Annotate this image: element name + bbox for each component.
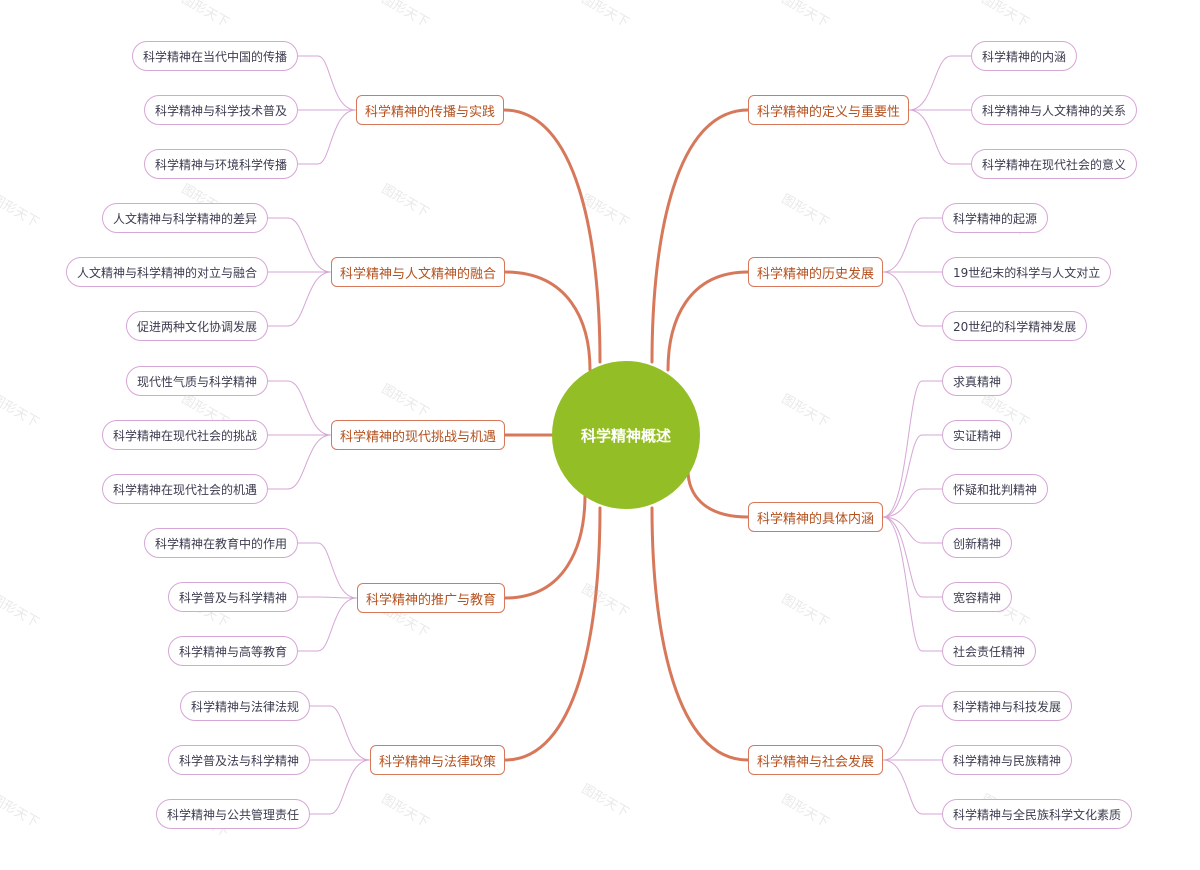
leaf-topic[interactable]: 科学精神的内涵: [971, 41, 1078, 71]
leaf-topic[interactable]: 现代性气质与科学精神: [126, 366, 269, 396]
branch-topic-b5[interactable]: 科学精神与法律政策: [370, 745, 506, 775]
leaf-topic[interactable]: 人文精神与科学精神的对立与融合: [66, 257, 269, 287]
leaf-topic[interactable]: 科学精神与科技发展: [942, 691, 1073, 721]
leaf-topic[interactable]: 科学精神与高等教育: [168, 636, 299, 666]
leaf-connector: [882, 516, 943, 652]
leaf-topic[interactable]: 科学普及法与科学精神: [168, 745, 311, 775]
leaf-connector: [908, 109, 972, 165]
branch-connector-b5: [503, 506, 602, 762]
leaf-topic[interactable]: 科学精神与民族精神: [942, 745, 1073, 775]
leaf-topic[interactable]: 19世纪末的科学与人文对立: [942, 257, 1112, 287]
leaf-connector: [267, 434, 332, 490]
leaf-topic[interactable]: 科学精神的起源: [942, 203, 1049, 233]
leaf-connector: [908, 55, 972, 111]
branch-connector-b6: [650, 108, 750, 364]
leaf-connector: [297, 596, 358, 599]
leaf-topic[interactable]: 科学精神与环境科学传播: [144, 149, 299, 179]
leaf-topic[interactable]: 科学精神在现代社会的机遇: [102, 474, 269, 504]
leaf-connector: [297, 542, 358, 599]
leaf-connector: [882, 380, 943, 518]
leaf-topic[interactable]: 科学精神与科学技术普及: [144, 95, 299, 125]
branch-connector-b2: [503, 270, 592, 372]
leaf-topic[interactable]: 宽容精神: [942, 582, 1013, 612]
leaf-topic[interactable]: 科学精神与法律法规: [180, 691, 311, 721]
leaf-topic[interactable]: 怀疑和批判精神: [942, 474, 1049, 504]
branch-connector-b7: [666, 270, 750, 372]
leaf-connector: [882, 516, 943, 598]
branch-topic-b1[interactable]: 科学精神的传播与实践: [356, 95, 505, 125]
leaf-connector: [267, 217, 332, 273]
leaf-topic[interactable]: 科学精神与人文精神的关系: [971, 95, 1138, 125]
leaf-topic[interactable]: 科学精神在教育中的作用: [144, 528, 299, 558]
branch-connector-b8: [686, 468, 750, 519]
leaf-topic[interactable]: 促进两种文化协调发展: [126, 311, 269, 341]
leaf-connector: [882, 217, 943, 273]
leaf-connector: [882, 271, 943, 327]
leaf-connector: [309, 759, 371, 815]
leaf-topic[interactable]: 科学普及与科学精神: [168, 582, 299, 612]
leaf-connector: [309, 705, 371, 761]
leaf-topic[interactable]: 实证精神: [942, 420, 1013, 450]
leaf-connector: [882, 705, 943, 761]
branch-topic-b7[interactable]: 科学精神的历史发展: [748, 257, 884, 287]
leaf-connector: [882, 516, 943, 544]
leaf-topic[interactable]: 科学精神在当代中国的传播: [132, 41, 299, 71]
leaf-topic[interactable]: 科学精神在现代社会的挑战: [102, 420, 269, 450]
leaf-connector: [882, 759, 943, 815]
branch-topic-b8[interactable]: 科学精神的具体内涵: [748, 502, 884, 532]
leaf-topic[interactable]: 科学精神在现代社会的意义: [971, 149, 1138, 179]
branch-connector-b4: [503, 493, 587, 600]
leaf-topic[interactable]: 人文精神与科学精神的差异: [102, 203, 269, 233]
leaf-connector: [297, 55, 357, 111]
branch-topic-b6[interactable]: 科学精神的定义与重要性: [748, 95, 910, 125]
leaf-topic[interactable]: 求真精神: [942, 366, 1013, 396]
leaf-connector: [267, 380, 332, 436]
leaf-connector: [882, 488, 943, 518]
leaf-topic[interactable]: 社会责任精神: [942, 636, 1037, 666]
branch-connector-b9: [650, 506, 750, 762]
leaf-topic[interactable]: 20世纪的科学精神发展: [942, 311, 1088, 341]
branch-topic-b3[interactable]: 科学精神的现代挑战与机遇: [331, 420, 506, 450]
leaf-topic[interactable]: 科学精神与全民族科学文化素质: [942, 799, 1133, 829]
branch-connector-b1: [502, 108, 602, 364]
root-topic[interactable]: 科学精神概述: [552, 361, 700, 509]
leaf-connector: [267, 271, 332, 327]
leaf-connector: [882, 434, 943, 518]
leaf-topic[interactable]: 创新精神: [942, 528, 1013, 558]
branch-topic-b4[interactable]: 科学精神的推广与教育: [357, 583, 506, 613]
branch-topic-b2[interactable]: 科学精神与人文精神的融合: [331, 257, 506, 287]
leaf-connector: [297, 109, 357, 165]
leaf-connector: [297, 597, 358, 652]
branch-topic-b9[interactable]: 科学精神与社会发展: [748, 745, 884, 775]
leaf-topic[interactable]: 科学精神与公共管理责任: [156, 799, 311, 829]
